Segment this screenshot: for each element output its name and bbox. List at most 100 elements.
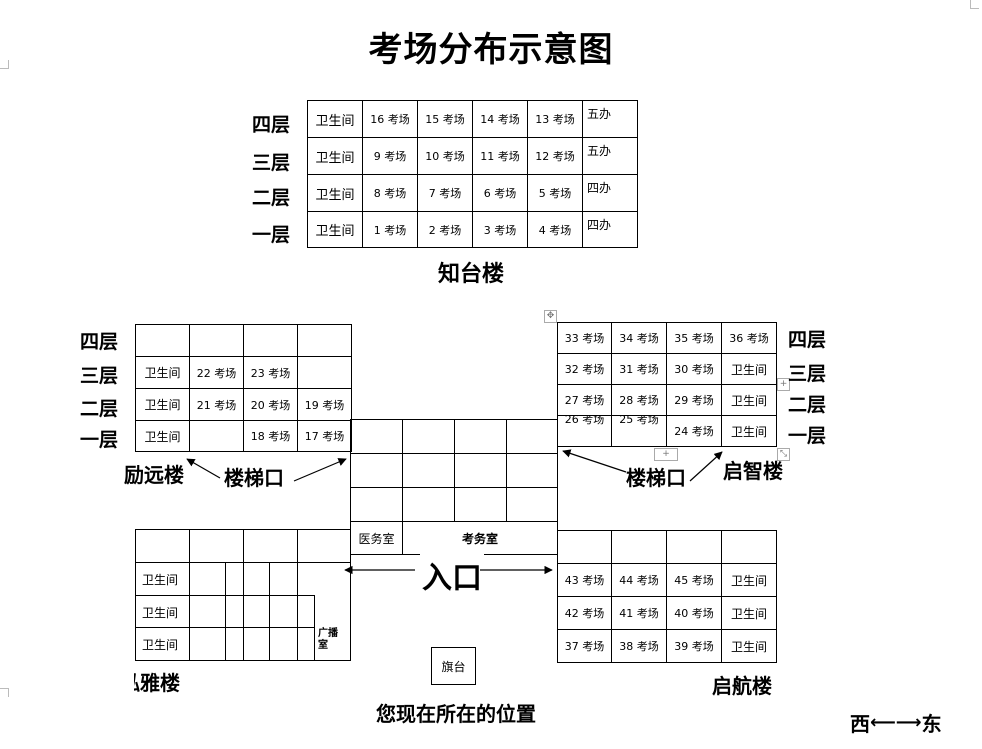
qizhi-floor-label: 二层 <box>788 394 827 416</box>
room-cell: 8 考场 <box>362 174 418 212</box>
west-east-arrow-icon: ⟵⟶ <box>870 712 922 733</box>
diagram-title: 考场分布示意图 <box>368 30 614 70</box>
corridor-cell <box>402 419 455 454</box>
room-cell: 卫生间 <box>135 420 190 452</box>
stairs-right-label: 楼梯口 <box>626 466 686 490</box>
room-cell: 40 考场 <box>666 596 722 630</box>
room-cell: 6 考场 <box>472 174 528 212</box>
corridor-cell <box>350 487 403 522</box>
room-cell: 30 考场 <box>666 353 722 385</box>
qizhi-floor-label: 一层 <box>788 425 827 447</box>
qizhi-floor-label: 三层 <box>788 363 827 385</box>
right-stairs-arrow <box>562 449 627 473</box>
room-cell: 35 考场 <box>666 322 722 354</box>
room-cell: 11 考场 <box>472 137 528 175</box>
zhitai-building-name: 知台楼 <box>438 262 505 287</box>
room-cell: 13 考场 <box>527 100 583 138</box>
exam-office-cell: 考务室 <box>402 521 558 555</box>
room-cell: 四办 <box>582 211 638 248</box>
corridor-cell <box>506 453 558 488</box>
flagpole-label: 旗台 <box>441 659 466 674</box>
room-cell: 45 考场 <box>666 563 722 597</box>
room-cell: 27 考场 <box>557 384 612 416</box>
table-move-handle-icon[interactable]: ✥ <box>544 310 557 323</box>
room-cell: 卫生间 <box>721 596 777 630</box>
room-cell: 34 考场 <box>611 322 667 354</box>
room-cell: 1 考场 <box>362 211 418 248</box>
table-add-row-icon[interactable]: + <box>654 448 678 461</box>
room-cell: 37 考场 <box>557 629 612 663</box>
room-cell: 20 考场 <box>243 388 298 421</box>
table-add-column-icon[interactable]: + <box>777 378 790 391</box>
room-cell: 卫生间 <box>307 211 363 248</box>
room-cell <box>189 420 244 452</box>
liyuan-building-name: 励远楼 <box>124 463 184 487</box>
corridor-cell <box>350 419 403 454</box>
room-cell: 26 考场 <box>557 415 612 447</box>
liyuan-floor-label: 一层 <box>80 429 119 451</box>
room-cell: 卫生间 <box>721 629 777 663</box>
room-cell: 卫生间 <box>721 353 777 385</box>
liyuan-stairs-arrow <box>186 458 221 479</box>
compass-east: 东 <box>921 712 942 736</box>
page-corner-mark <box>970 0 979 9</box>
zhitai-floor-label: 三层 <box>252 152 291 174</box>
room-cell: 42 考场 <box>557 596 612 630</box>
room-cell: 18 考场 <box>243 420 298 452</box>
room-cell: 卫生间 <box>307 137 363 175</box>
grid-line <box>243 530 244 562</box>
room-cell: 卫生间 <box>721 563 777 597</box>
entrance-label: 入口 <box>420 553 484 597</box>
grid-line <box>225 562 226 660</box>
room-cell: 卫生间 <box>135 356 190 389</box>
room-cell: 19 考场 <box>297 388 352 421</box>
zhitai-floor-label: 二层 <box>252 187 291 209</box>
infirmary-cell: 医务室 <box>350 521 403 555</box>
qizhi-floor-label: 四层 <box>788 329 827 351</box>
you-are-here-label: 您现在所在的位置 <box>376 702 536 726</box>
room-cell: 23 考场 <box>243 356 298 389</box>
liyuan-floor-label: 三层 <box>80 365 119 387</box>
flagpole-box: 旗台 <box>431 647 476 685</box>
qihang-building-name: 启航楼 <box>712 674 772 698</box>
room-cell <box>135 324 190 357</box>
qizhi-stairs-arrow <box>689 451 723 482</box>
page-corner-mark <box>0 688 9 697</box>
grid-line <box>297 530 298 660</box>
zhitai-floor-label: 一层 <box>252 224 291 246</box>
room-cell: 7 考场 <box>417 174 473 212</box>
qizhi-building-grid: 33 考场 34 考场 35 考场 36 考场 32 考场 31 考场 30 考… <box>557 322 777 447</box>
room-cell: 9 考场 <box>362 137 418 175</box>
grid-line <box>269 562 270 660</box>
stairs-left-label: 楼梯口 <box>224 466 284 490</box>
room-cell: 21 考场 <box>189 388 244 421</box>
room-cell: 五办 <box>582 100 638 138</box>
zhitai-building-grid: 卫生间 16 考场 15 考场 14 考场 13 考场 五办 卫生间 9 考场 … <box>307 100 638 248</box>
room-cell: 卫生间 <box>721 384 777 416</box>
room-cell: 38 考场 <box>611 629 667 663</box>
room-cell: 卫生间 <box>142 573 179 587</box>
corridor-cell <box>402 487 455 522</box>
grid-line <box>243 562 244 660</box>
room-cell: 25 考场 <box>611 415 667 447</box>
compass: 西 ⟵⟶ 东 <box>850 708 942 737</box>
room-cell: 39 考场 <box>666 629 722 663</box>
left-stairs-arrow <box>293 458 347 482</box>
room-cell: 四办 <box>582 174 638 212</box>
room-cell: 卫生间 <box>721 415 777 447</box>
room-cell: 41 考场 <box>611 596 667 630</box>
page-corner-mark <box>0 60 9 69</box>
room-cell: 36 考场 <box>721 322 777 354</box>
liyuan-building-grid: 卫生间 22 考场 23 考场 卫生间 21 考场 20 考场 19 考场 卫生… <box>135 324 352 452</box>
room-cell: 4 考场 <box>527 211 583 248</box>
room-cell <box>297 324 352 357</box>
liyuan-floor-label: 二层 <box>80 398 119 420</box>
central-building-grid: 医务室 考务室 <box>350 419 558 555</box>
broadcast-room-cell: 广播室 <box>318 628 338 651</box>
qizhi-building-name: 启智楼 <box>723 459 783 483</box>
corridor-cell <box>454 487 507 522</box>
room-cell: 卫生间 <box>142 606 179 620</box>
image-crop-mask <box>116 628 134 696</box>
room-cell: 24 考场 <box>666 415 722 447</box>
table-resize-handle-icon[interactable]: ⤡ <box>777 448 790 461</box>
